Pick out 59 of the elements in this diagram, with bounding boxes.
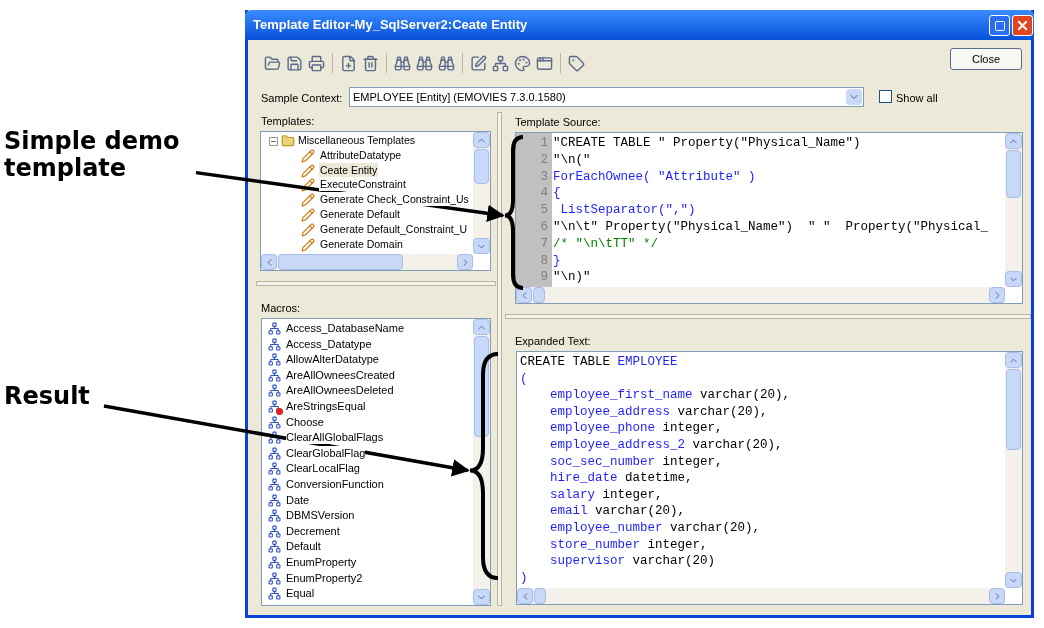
panel-label: Expanded Text:	[515, 334, 591, 349]
code-line: }	[553, 252, 561, 269]
line-number: 9	[540, 269, 548, 286]
tree-item: Ceate Entity	[319, 162, 379, 177]
code-line: employee_address varchar(20),	[549, 403, 768, 420]
code-line: /* "\n\tTT" */	[553, 235, 659, 252]
tree-item: ExecuteConstraint	[319, 177, 407, 192]
line-number: 4	[540, 185, 548, 202]
macro-item: ClearLocalFlag	[286, 461, 360, 476]
code-line: salary integer,	[549, 486, 663, 503]
macro-item: ClearGlobalFlag	[286, 445, 366, 460]
code-line: hire_date datetime,	[549, 470, 693, 487]
field-label: Sample Context:	[261, 91, 343, 106]
tree-item: Miscellaneous Templates	[297, 133, 417, 147]
code-line: employee_first_name varchar(20),	[549, 387, 791, 404]
line-number: 1	[540, 135, 548, 151]
macro-item: Equal	[286, 586, 315, 601]
dropdown-field: EMPLOYEE [Entity] (EMOVIES 7.3.0.1580)	[349, 87, 864, 107]
window-title: Template Editor-My_SqlServer2:Ceate Entity	[253, 16, 528, 35]
macro-item: ConversionFunction	[286, 477, 384, 491]
panel-label: Templates:	[261, 114, 315, 129]
code-line: employee_address_2 varchar(20),	[549, 437, 783, 453]
macro-item: ClearAllGlobalFlags	[286, 430, 384, 445]
curly-brace	[468, 352, 498, 580]
code-line: ForEachOwnee( "Attribute" )	[553, 168, 756, 185]
line-number: 6	[540, 219, 548, 235]
macro-item: Access_DatabaseName	[286, 321, 404, 335]
line-number: 7	[540, 235, 548, 252]
macro-item: AreStringsEqual	[286, 399, 366, 413]
code-line: employee_phone integer,	[549, 420, 723, 437]
curly-brace	[503, 135, 523, 290]
code-line: "\n\t" Property("Physical_Name") " " Property("Physical_	[553, 219, 989, 235]
code-line: (	[520, 370, 528, 387]
code-line: employee_number varchar(20),	[549, 520, 761, 536]
close-button: Close	[950, 48, 1022, 70]
panel-label: Template Source:	[515, 115, 601, 130]
macro-item: EnumProperty	[286, 555, 357, 569]
code-line: ListSeparator(",")	[559, 202, 696, 219]
code-line: )	[520, 569, 528, 586]
line-number: 3	[540, 168, 548, 185]
callout-text: Simple demo template	[4, 128, 181, 182]
code-line: email varchar(20),	[549, 503, 686, 520]
code-line: CREATE TABLE EMPLOYEE	[520, 354, 678, 370]
line-number: 5	[540, 202, 548, 219]
callout-text: Result	[4, 383, 91, 410]
code-line: store_number integer,	[549, 536, 708, 553]
code-line: soc_sec_number integer,	[549, 453, 723, 470]
code-line: {	[553, 185, 561, 202]
macro-item: AllowAlterDatatype	[286, 352, 379, 367]
code-line: supervisor varchar(20)	[549, 553, 716, 570]
tree-item: Generate Default	[319, 207, 401, 221]
code-line: "CREATE TABLE " Property("Physical_Name")	[553, 135, 861, 151]
line-number: 2	[540, 151, 548, 168]
checkbox-label: Show all	[896, 91, 938, 106]
code-line: "\n)"	[553, 269, 591, 286]
code-line: "\n("	[553, 151, 591, 168]
tree-item: Generate Check_Constraint_Us	[319, 192, 470, 207]
panel-label: Macros:	[261, 301, 301, 316]
line-number: 8	[540, 252, 548, 269]
